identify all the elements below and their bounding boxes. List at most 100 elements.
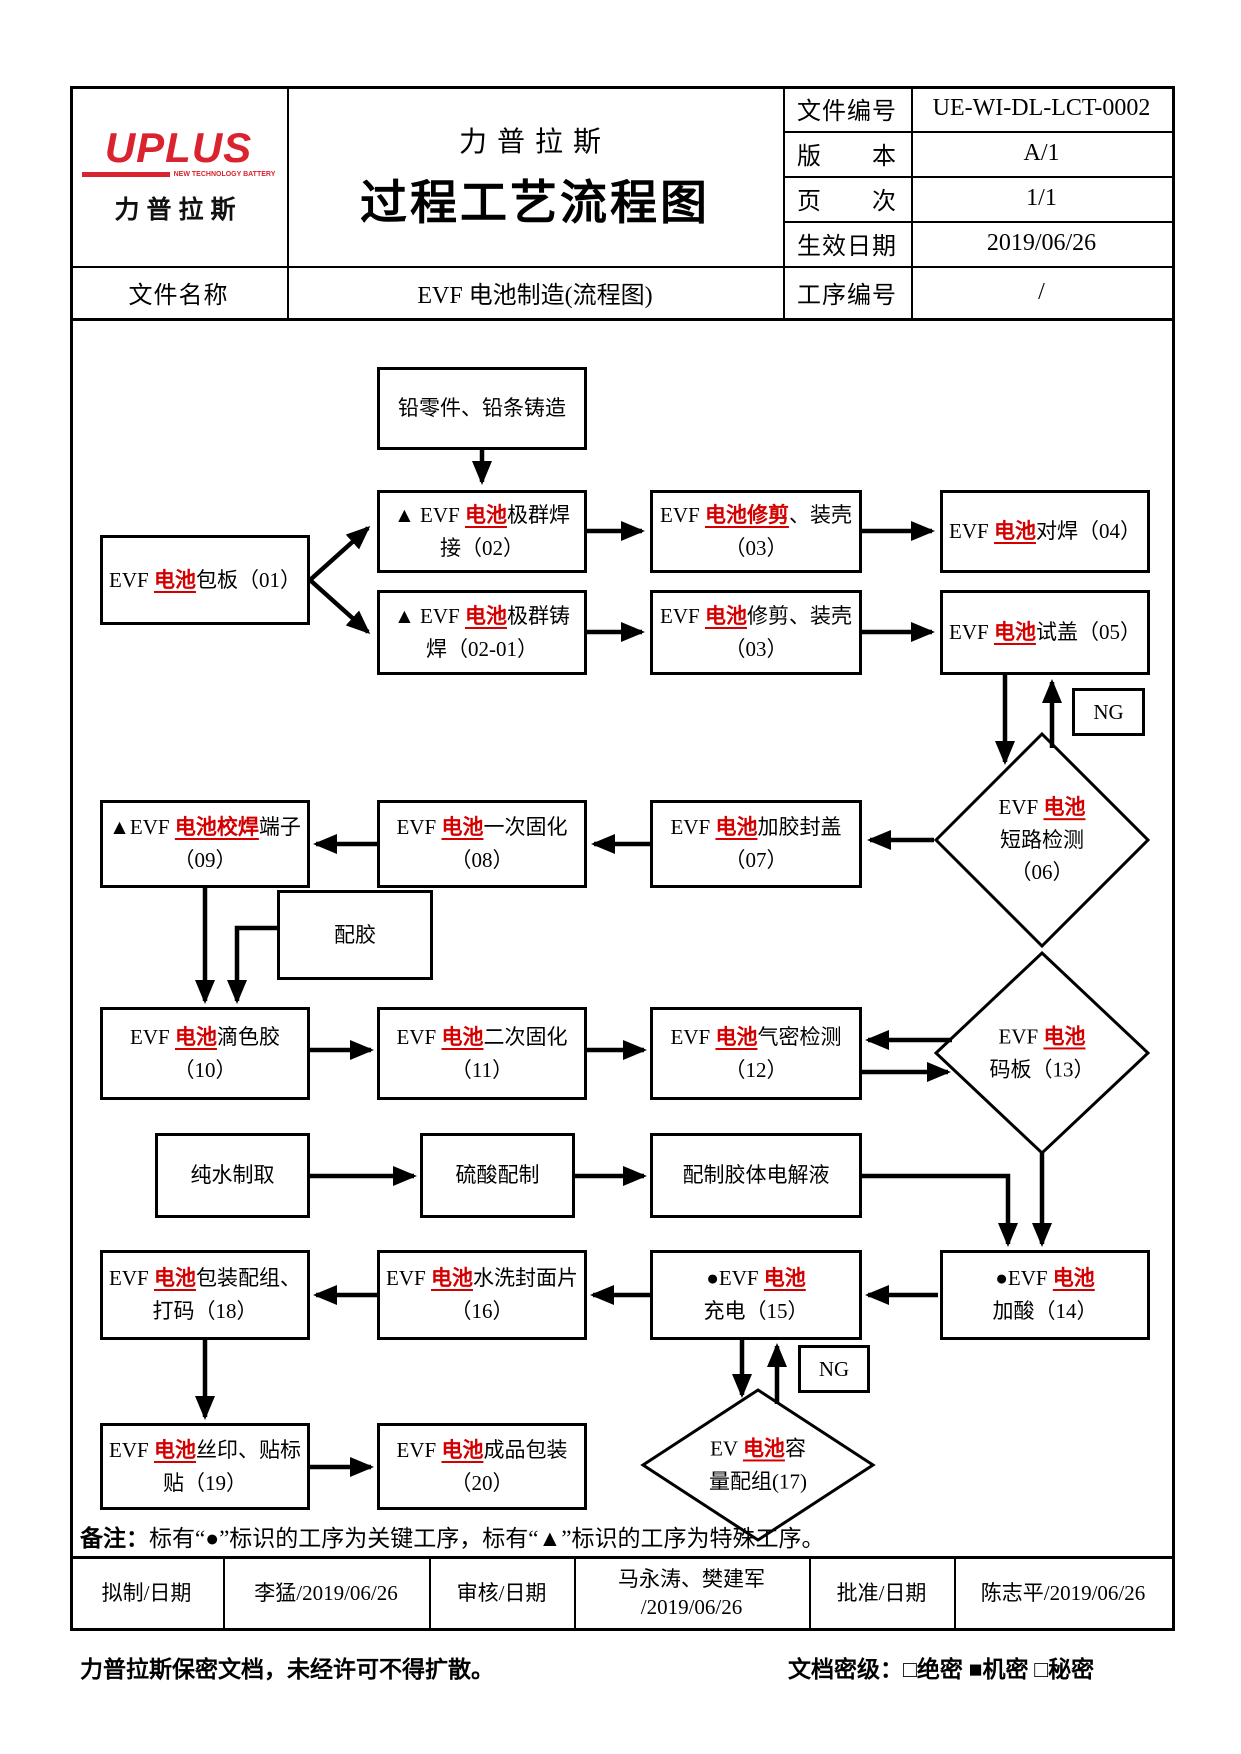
node-text-pre: 硫酸配制 [455, 1163, 540, 1188]
node-text-pre: EVF [670, 815, 716, 840]
footer-divider-2 [429, 1558, 431, 1628]
prepared-by-label: 拟制/日期 [101, 1580, 192, 1605]
diamond-06-shape [933, 731, 1151, 949]
node-text: EVF 电池一次固化（08） [384, 811, 580, 876]
node-text: EVF 电池修剪、装壳（03） [657, 499, 855, 564]
ng-label: NG [818, 1356, 850, 1381]
page-no-value: 1/1 [1026, 185, 1057, 211]
approved-by-value: 陈志平/2019/06/26 [980, 1580, 1146, 1605]
node-text-pre: EVF [109, 1266, 154, 1291]
node-text-line2: 短路检测 [1000, 827, 1084, 852]
node-text-suf: 成品包装（20） [450, 1437, 568, 1495]
node-text-line1: EV 电池容 [709, 1432, 807, 1465]
node-text-red: 电池修剪 [704, 502, 789, 527]
node-text-red: 电池 [441, 815, 484, 840]
effective-date-value: 2019/06/26 [986, 230, 1097, 256]
flow-node-13-label: EVF 电池 码板（13） [990, 1020, 1095, 1085]
node-text-pre: EVF [109, 1437, 154, 1462]
flow-node-12: EVF 电池气密检测（12） [650, 1007, 862, 1100]
node-text-pre: ▲ EVF [394, 603, 465, 628]
version-label: 版 本 [797, 144, 897, 170]
footer-divider-3 [574, 1558, 576, 1628]
logo-underline-row: NEW TECHNOLOGY BATTERY [81, 170, 276, 178]
node-text-pre: EVF [670, 1024, 716, 1049]
node-text-red: 电池 [715, 815, 758, 840]
flow-node-10: EVF 电池滴色胶（10） [100, 1007, 310, 1100]
node-text-pre: EVF [998, 795, 1044, 820]
reviewed-by-date: /2019/06/26 [640, 1595, 743, 1619]
header-row2-line [70, 266, 1172, 268]
logo-red-bar [81, 171, 170, 177]
node-text-red: 电池 [704, 603, 747, 628]
node-text-suf: 气密检测（12） [724, 1024, 842, 1082]
flow-node-lead-casting: 铅零件、铅条铸造 [377, 367, 587, 450]
header-divider-2 [783, 86, 785, 318]
flow-node-18: EVF 电池包装配组、打码（18） [100, 1250, 310, 1340]
node-text-line1: EVF 电池 [999, 791, 1086, 824]
flow-node-glue: 配胶 [277, 890, 433, 980]
node-text-suf: 滴色胶（10） [173, 1024, 280, 1082]
node-text: ●EVF 电池充电（15） [657, 1262, 855, 1327]
reviewed-by-label: 审核/日期 [456, 1580, 547, 1605]
remark-text: 标有“●”标识的工序为关键工序，标有“▲”标识的工序为特殊工序。 [149, 1526, 825, 1551]
logo-cell: UPLUS NEW TECHNOLOGY BATTERY 力普拉斯 [70, 86, 287, 266]
node-text-suf: 对焊（04） [1035, 519, 1141, 544]
node-text-suf: 极群铸焊（02-01） [426, 603, 570, 661]
footer-divider-1 [223, 1558, 225, 1628]
remark-label: 备注： [80, 1526, 149, 1551]
node-text-suf: 端子（09） [173, 815, 301, 872]
node-text: EVF 电池包板（01） [109, 564, 301, 597]
doc-no-label: 文件编号 [797, 99, 897, 125]
title-cell: 力普拉斯 过程工艺流程图 [287, 86, 783, 266]
node-text-suf: 包板（01） [195, 567, 301, 592]
node-text-red: 电池 [174, 1024, 217, 1049]
node-text-line2: 码板（13） [989, 1057, 1095, 1081]
node-text-pre: ▲EVF [109, 815, 175, 840]
footer-top-line [70, 1556, 1172, 1559]
flow-area-top-line [70, 318, 1172, 321]
node-text-pre: ▲ EVF [394, 502, 465, 527]
node-text-suf: 容 [784, 1436, 806, 1461]
node-text-suf: 试盖（05） [1035, 620, 1141, 645]
node-text-pre: EVF [998, 1024, 1044, 1049]
node-text-pre: EVF [130, 1024, 175, 1049]
node-text-pre: EVF [660, 603, 705, 628]
decision-diamonds [640, 731, 1151, 1542]
node-text-pre: EV [710, 1436, 743, 1461]
node-text-pre: 配制胶体电解液 [682, 1163, 830, 1188]
flow-node-ng-2: NG [798, 1345, 870, 1393]
node-text-suf: 极群焊接（02） [440, 502, 570, 560]
flow-node-pure-water: 纯水制取 [155, 1133, 310, 1218]
page-no-label: 页 次 [797, 189, 897, 215]
node-text-red: 电池 [1043, 1024, 1086, 1049]
header-divider-3 [911, 86, 913, 318]
node-text-suf: 包装配组、打码（18） [152, 1266, 301, 1323]
logo-company-cn: 力普拉斯 [114, 195, 243, 224]
flow-node-15: ●EVF 电池充电（15） [650, 1250, 862, 1340]
diamond-17-shape [640, 1388, 876, 1542]
info-row-line-1 [783, 131, 1172, 133]
node-text-pre: EVF [386, 1266, 431, 1291]
node-text-suf: 充电（15） [703, 1299, 809, 1323]
node-text-red: 电池 [464, 603, 507, 628]
approved-by-label: 批准/日期 [836, 1580, 927, 1605]
node-text-suf: 二次固化（11） [450, 1024, 568, 1082]
flow-node-03a: EVF 电池修剪、装壳（03） [650, 490, 862, 573]
confidential-notice: 力普拉斯保密文档，未经许可不得扩散。 [80, 1657, 494, 1682]
flow-node-ng-1: NG [1072, 688, 1145, 736]
node-text-pre: ●EVF [995, 1266, 1053, 1291]
flow-node-14: ●EVF 电池加酸（14） [940, 1250, 1150, 1340]
process-no-label: 工序编号 [797, 282, 897, 309]
node-text-suf: 丝印、贴标贴（19） [163, 1437, 301, 1495]
logo-tagline: NEW TECHNOLOGY BATTERY [173, 170, 276, 178]
info-row-line-2 [783, 176, 1172, 178]
node-text-pre: ●EVF [706, 1266, 764, 1291]
classification-line: 文档密级：□绝密 ■机密 □秘密 [788, 1657, 1095, 1682]
company-name: 力普拉斯 [458, 126, 611, 158]
flow-node-04: EVF 电池对焊（04） [940, 490, 1150, 573]
flow-node-16: EVF 电池水洗封面片（16） [377, 1250, 587, 1340]
node-text-pre: EVF [949, 620, 994, 645]
flow-node-02-01: ▲ EVF 电池极群铸焊（02-01） [377, 590, 587, 675]
